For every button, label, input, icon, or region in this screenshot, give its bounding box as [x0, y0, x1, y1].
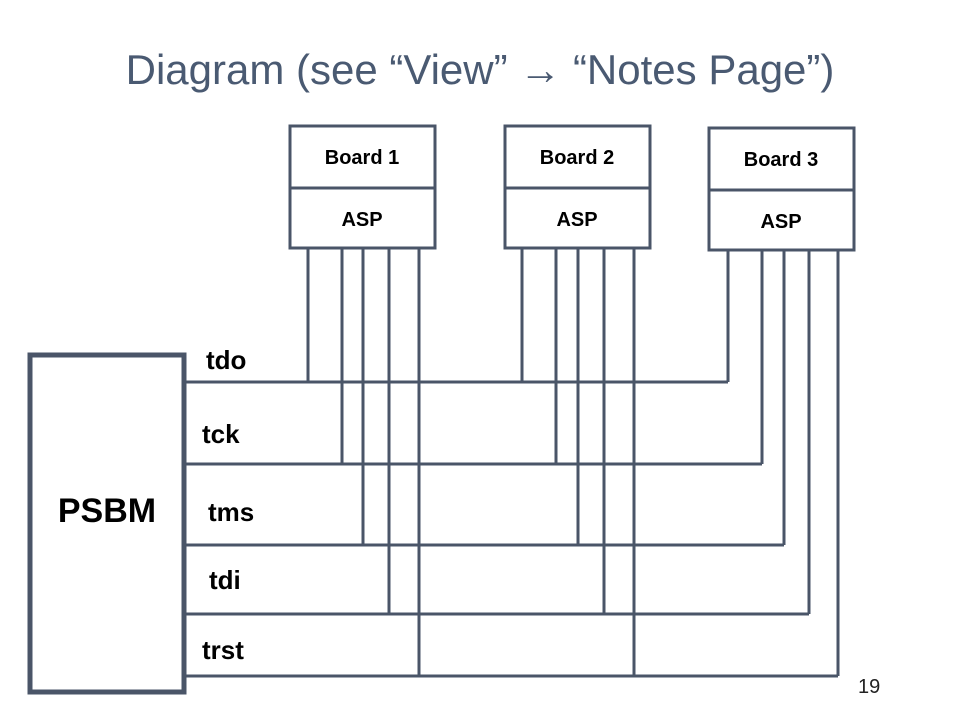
board-2-wires [520, 248, 636, 676]
board-3-wires [726, 250, 840, 676]
board-1-wires [306, 248, 421, 676]
signal-label-trst: trst [202, 635, 244, 665]
board-1-label: Board 1 [325, 147, 399, 169]
board-3-asp-label: ASP [760, 211, 801, 233]
slide-title: Diagram (see “View” → “Notes Page”) [0, 46, 960, 94]
title-suffix: “Notes Page”) [561, 46, 835, 93]
board-2-asp-label: ASP [556, 209, 597, 231]
board-2-label: Board 2 [540, 147, 614, 169]
title-prefix: Diagram (see “View” [125, 46, 520, 93]
signal-label-tck: tck [202, 419, 240, 449]
psbm-label: PSBM [58, 492, 156, 530]
signal-label-tdi: tdi [209, 565, 241, 595]
signal-label-tdo: tdo [206, 345, 246, 375]
board-3-box [707, 126, 856, 252]
psbm-box [27, 352, 187, 695]
arrow-icon: → [519, 46, 562, 93]
signal-label-tms: tms [208, 497, 254, 527]
page-number: 19 [858, 676, 881, 698]
board-3-label: Board 3 [744, 149, 818, 171]
board-1-asp-label: ASP [341, 209, 382, 231]
